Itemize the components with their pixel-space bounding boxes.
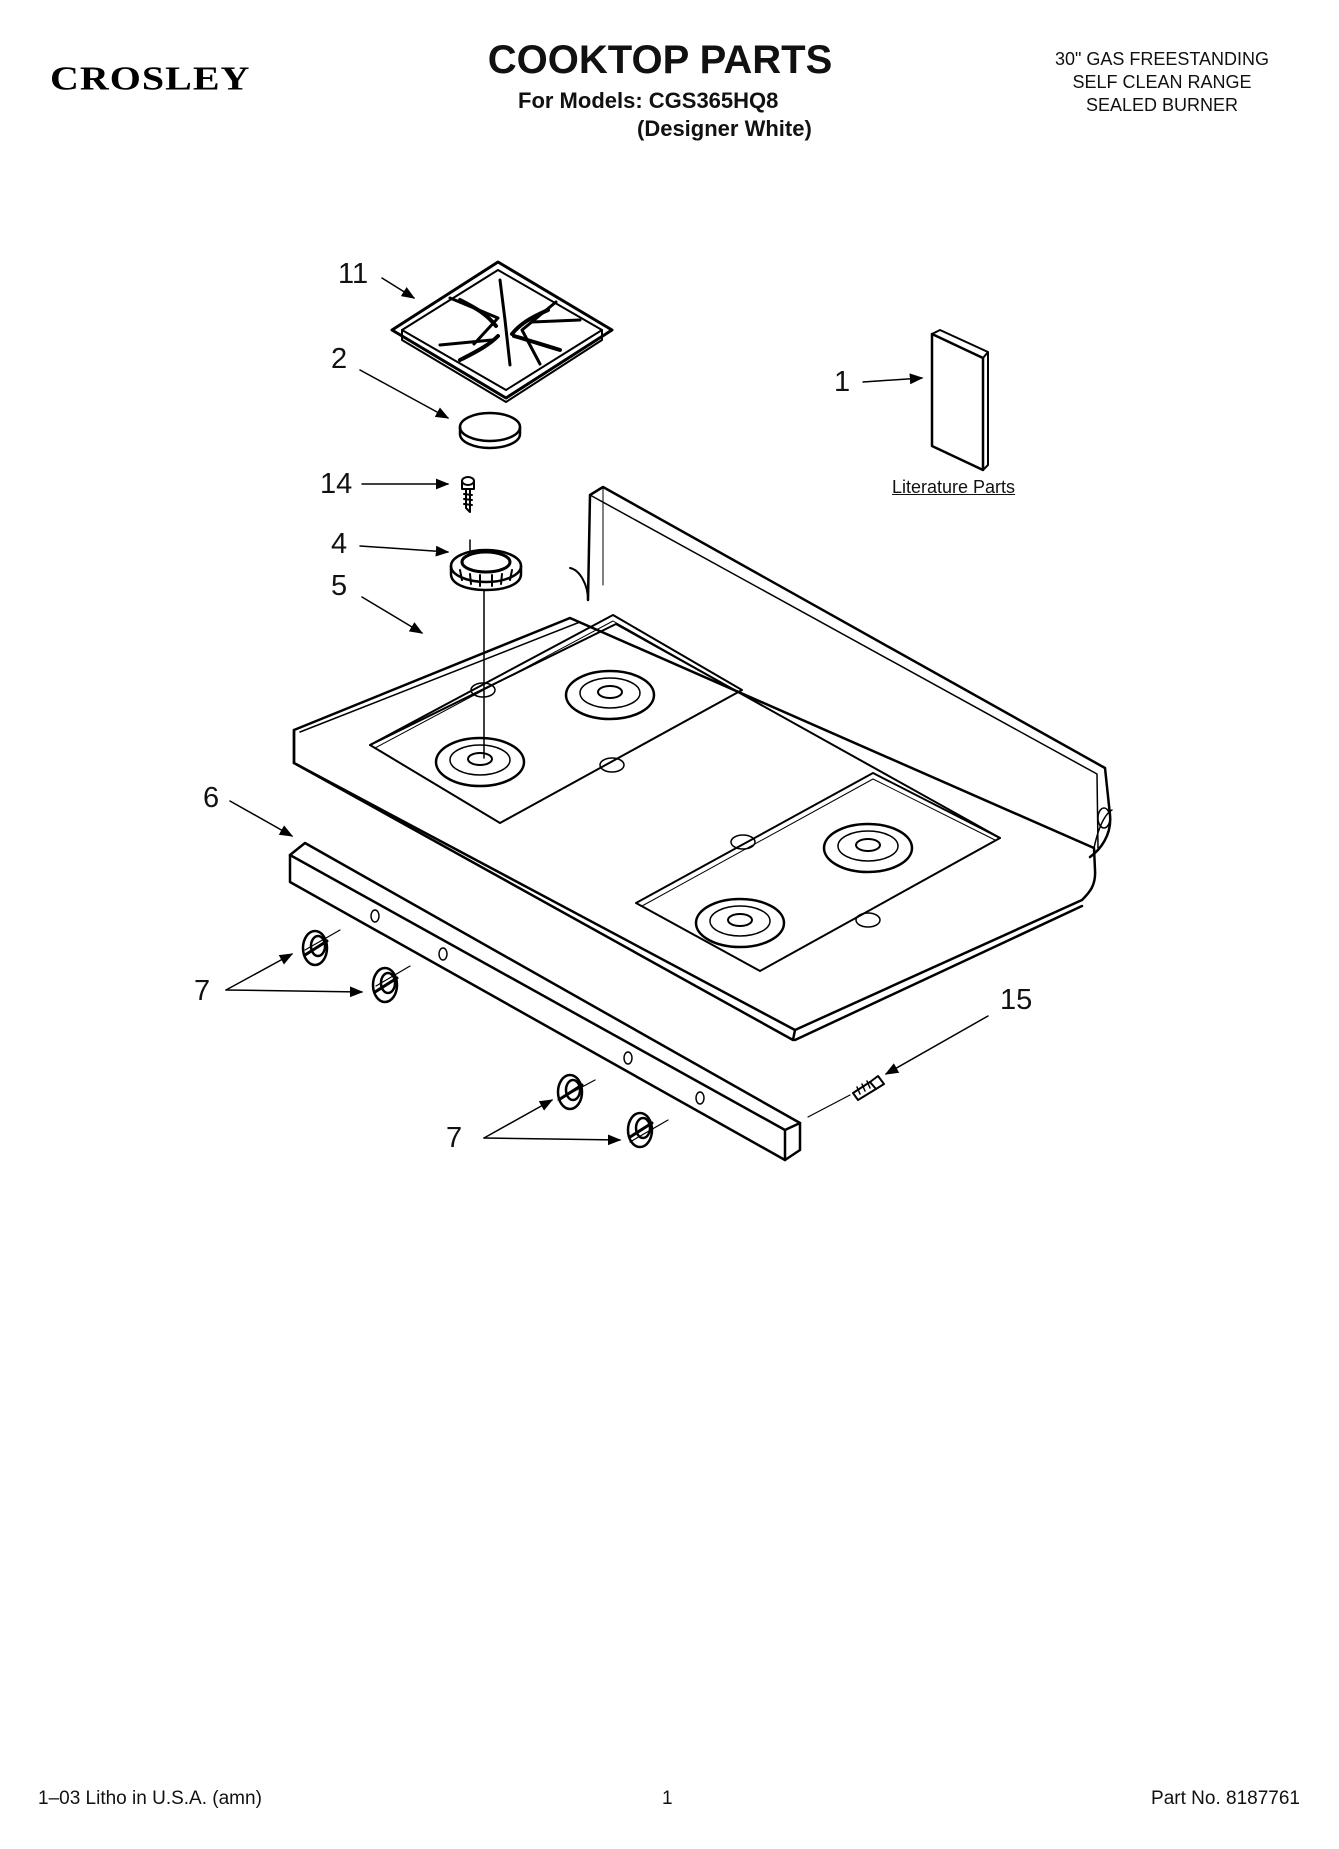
cooktop-body (294, 487, 1112, 1040)
callout-6: 6 (203, 782, 220, 814)
product-description-line-3: SEALED BURNER (1085, 95, 1239, 115)
leader-arrows (226, 278, 988, 1146)
callout-1: 1 (834, 366, 851, 398)
footer-page-number: 1 (662, 1788, 673, 1809)
product-description-line-1: 30" GAS FREESTANDING (1054, 49, 1270, 69)
callout-14: 14 (320, 468, 353, 500)
literature-parts-label: Literature Parts (892, 477, 1016, 497)
burner-grate (392, 262, 612, 402)
knob-1 (303, 931, 327, 965)
knob-4 (628, 1113, 652, 1147)
product-description-line-2: SELF CLEAN RANGE (1072, 72, 1252, 92)
knob-2 (373, 968, 397, 1002)
literature-booklet (932, 330, 988, 470)
callout-5: 5 (331, 570, 348, 602)
callout-2: 2 (331, 343, 348, 375)
control-panel (290, 843, 800, 1160)
callout-7-right: 7 (446, 1122, 463, 1154)
model-variant: (Designer White) (637, 116, 812, 141)
callout-11: 11 (338, 258, 369, 290)
burner-cap (460, 413, 520, 448)
footer-print-info: 1–03 Litho in U.S.A. (amn) (38, 1788, 262, 1809)
knob-3 (558, 1075, 582, 1109)
page-title: COOKTOP PARTS (487, 38, 833, 82)
callout-4: 4 (331, 528, 348, 560)
footer-part-number: Part No. 8187761 (1151, 1788, 1300, 1809)
burner-screw (462, 477, 474, 512)
brand-logo: CROSLEY (50, 58, 251, 98)
control-knobs (303, 930, 668, 1147)
panel-screw (853, 1076, 884, 1100)
callout-7-left: 7 (194, 975, 211, 1007)
burner-base (451, 540, 521, 590)
callout-15: 15 (1000, 984, 1033, 1016)
model-number: For Models: CGS365HQ8 (518, 88, 779, 113)
